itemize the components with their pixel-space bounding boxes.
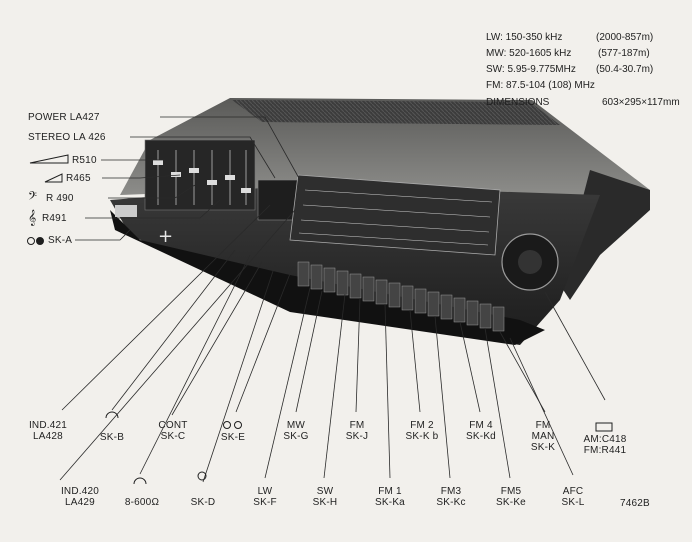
label-line: SK-L [561,497,585,508]
label-fmman: FM MAN SK-K [531,420,555,453]
label-line: MW [286,420,306,431]
label-ind421: IND.421 LA428 [29,420,67,442]
tape-icon [223,421,231,429]
label-line: SK-C [160,431,186,442]
label-fm1: FM 1 SK-Ka [375,486,405,508]
label-line: LW [257,486,273,497]
spec-range: (2000-857m) [596,32,654,43]
label-sw: SW SK-H [313,486,338,508]
label-line: SK-J [345,431,369,442]
label-line: IND.420 [60,486,100,497]
label-line: FM 2 [410,420,434,431]
label-fm3: FM3 SK-Kc [436,486,465,508]
label-line: CONT [158,420,188,431]
spec-label: SW: 5.95-9.775MHz [486,64,576,75]
slider-taper-icon [29,154,69,164]
label-stereo: STEREO LA 426 [28,132,106,143]
headphones-icon [105,411,119,419]
label-line: FM:R441 [583,445,627,456]
label-lw: LW SK-F [253,486,277,508]
label-r465: R465 [66,173,91,184]
spec-label: DIMENSIONS [486,97,550,108]
spec-label: FM: 87.5-104 (108) MHz [486,80,595,91]
label-skb: SK-B [99,432,125,443]
label-r510: R510 [72,155,97,166]
bass-clef-icon: 𝄢 [28,190,37,206]
spec-label: LW: 150-350 kHz [486,32,563,43]
label-am: AM:C418 FM:R441 [583,434,626,456]
sk-a-open-icon [27,237,35,245]
leader-lines [59,116,606,483]
sk-a-filled-icon [36,237,44,245]
label-line: FM [535,420,551,431]
label-ind420: IND.420 LA429 [61,486,99,508]
label-line: SK-Ke [496,497,526,508]
label-line: AM:C418 [583,434,627,445]
label-fm4: FM 4 SK-Kd [466,420,496,442]
spec-label: MW: 520-1605 kHz [486,48,572,59]
label-fm5: FM5 SK-Ke [496,486,526,508]
label-line: FM3 [440,486,462,497]
label-cont: CONT SK-C [158,420,187,442]
label-line: SK-Ka [375,497,405,508]
label-line: SK-K b [405,431,439,442]
spec-range: (50.4-30.7m) [596,64,654,75]
label-line: SK-F [253,497,277,508]
label-line: FM [349,420,365,431]
symbols [27,154,613,485]
spec-range: 603×295×117mm [602,97,680,108]
label-line: AFC [562,486,584,497]
label-line: FM 1 [378,486,402,497]
label-r491: R491 [42,213,67,224]
label-line: LA428 [33,431,63,442]
figure-number: 7462B [620,498,650,509]
microphone-icon [197,471,207,481]
label-line: SK-G [283,431,309,442]
label-phones: 8-600Ω [124,497,160,508]
svg-text:+: + [158,226,173,247]
spec-range: (577-187m) [598,48,650,59]
label-line: SK-Kc [436,497,466,508]
label-line: LA429 [65,497,95,508]
label-ska: SK-A [48,235,73,246]
balance-icon [44,173,63,183]
label-fm2: FM 2 SK-K b [406,420,439,442]
label-ske: SK-E [220,432,246,443]
label-line: SK-H [312,497,338,508]
label-fm: FM SK-J [346,420,368,442]
label-line: FM 4 [469,420,493,431]
label-power: POWER LA427 [28,112,100,123]
label-r490: R 490 [46,193,74,204]
receiver-body: + [110,98,650,345]
label-line: SK-Kd [466,431,496,442]
label-skd: SK-D [190,497,216,508]
treble-clef-icon: 𝄞 [28,210,36,226]
label-mw: MW SK-G [283,420,308,442]
label-line: SK-K [530,442,556,453]
afc-box-icon [595,422,613,432]
label-line: SW [316,486,334,497]
label-line: MAN [531,431,555,442]
label-line: IND.421 [28,420,68,431]
label-afc: AFC SK-L [561,486,584,508]
label-line: FM5 [500,486,522,497]
headphones-icon-2 [133,477,147,485]
